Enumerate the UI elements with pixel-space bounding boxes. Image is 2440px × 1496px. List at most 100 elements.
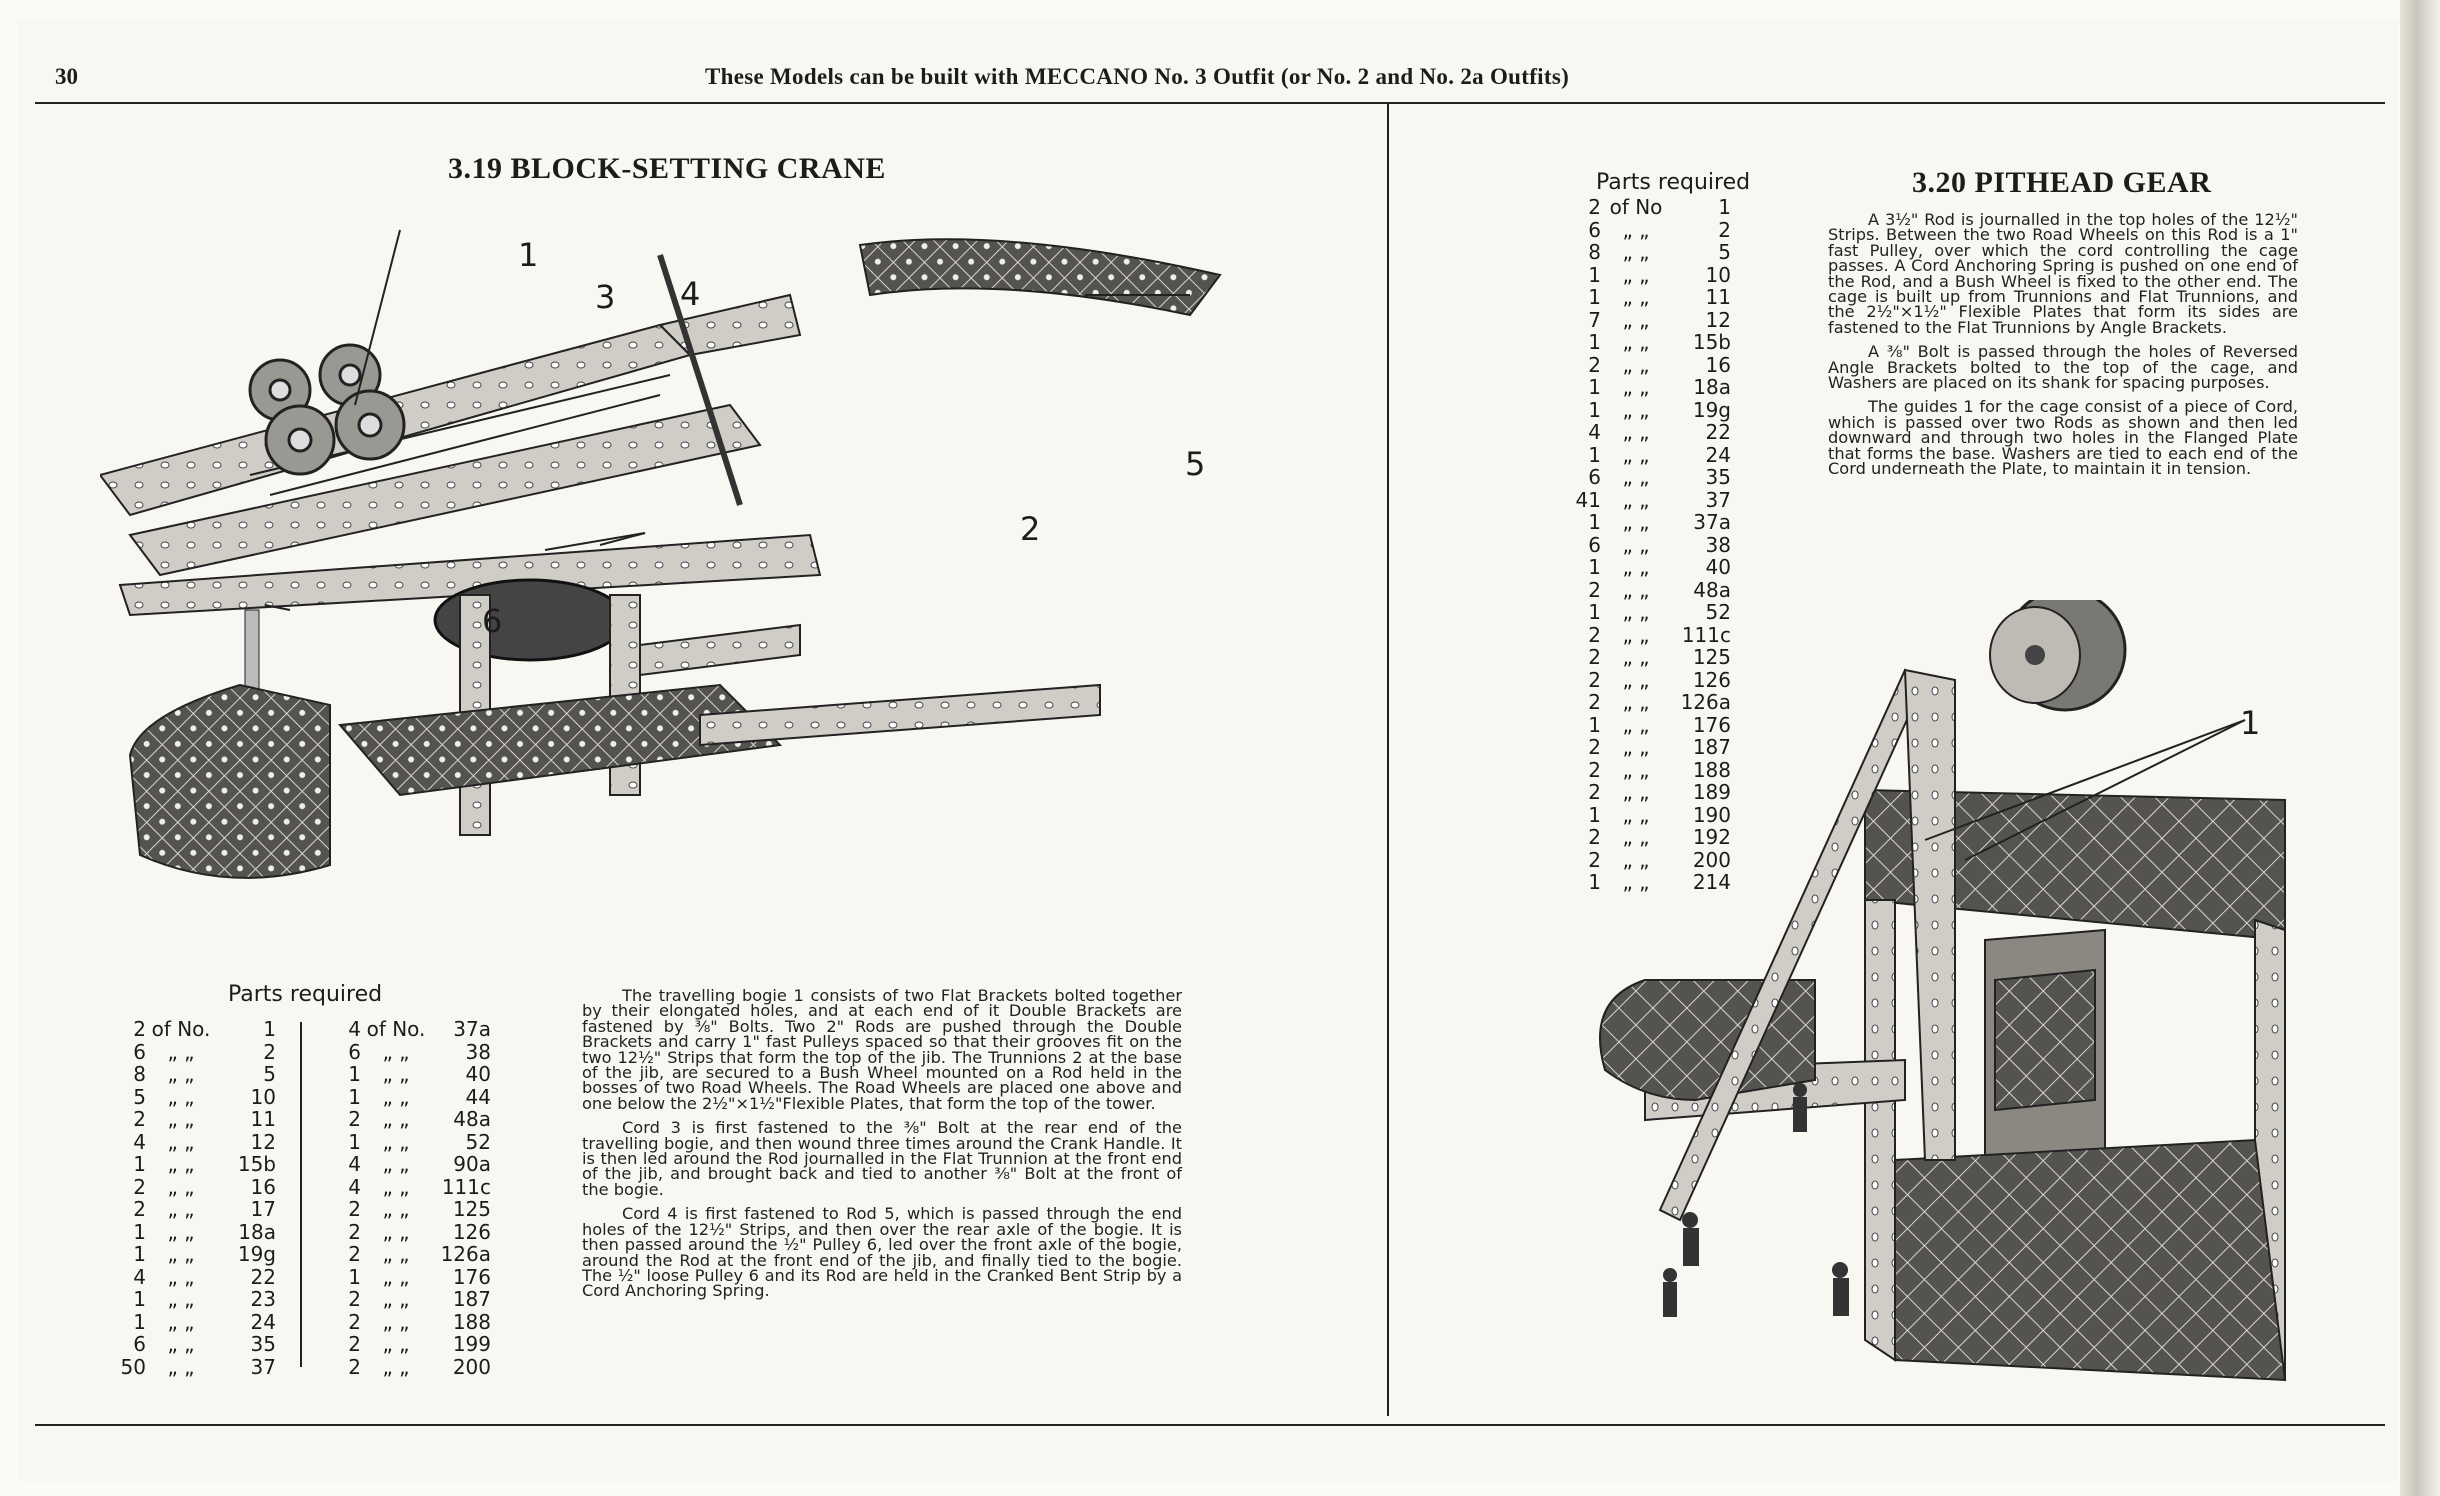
part-number: 5 xyxy=(1718,240,1731,264)
part-number: 5 xyxy=(263,1062,276,1086)
part-quantity: 2 xyxy=(348,1332,361,1356)
parts-row: 1„ „10 xyxy=(1565,262,1731,287)
part-number: 126 xyxy=(452,1219,491,1244)
part-number: 48a xyxy=(453,1107,491,1131)
parts-row: 1„ „176 xyxy=(325,1265,491,1289)
part-number: 199 xyxy=(452,1332,491,1356)
parts-row: 2„ „16 xyxy=(110,1175,276,1199)
part-number-label: „ „ xyxy=(167,1062,195,1086)
part-quantity: 2 xyxy=(1588,352,1601,377)
part-quantity: 4 xyxy=(133,1129,146,1154)
part-quantity: 6 xyxy=(133,1039,146,1064)
part-number-label: „ „ xyxy=(167,1354,195,1379)
parts-row: 1„ „44 xyxy=(325,1084,491,1109)
part-quantity: 2 xyxy=(348,1287,361,1311)
parts-row: 1„ „190 xyxy=(1565,803,1731,827)
part-quantity: 1 xyxy=(133,1219,146,1244)
part-number-label: „ „ xyxy=(382,1152,410,1176)
description-paragraph: Cord 4 is first fastened to Rod 5, which… xyxy=(582,1204,1182,1301)
part-number-label: „ „ xyxy=(1622,577,1650,602)
part-number-label: „ „ xyxy=(382,1174,410,1199)
part-number: 188 xyxy=(452,1309,491,1334)
part-number: 18a xyxy=(238,1219,276,1244)
page-number: 30 xyxy=(55,64,78,89)
parts-row: 6„ „2 xyxy=(1565,217,1731,242)
part-number: 52 xyxy=(1705,600,1731,624)
part-number-label: „ „ xyxy=(1622,780,1650,804)
part-quantity: 6 xyxy=(1588,217,1601,242)
parts-row: 1„ „23 xyxy=(110,1288,276,1311)
parts-row: 2„ „17 xyxy=(110,1198,276,1221)
parts-row: 2„ „200 xyxy=(325,1354,491,1379)
part-number-label: „ „ xyxy=(167,1219,195,1244)
parts-row: 2„ „187 xyxy=(1565,736,1731,759)
parts-row: 2„ „125 xyxy=(325,1198,491,1221)
parts-row: 1„ „19g xyxy=(110,1243,276,1266)
part-number-label: „ „ xyxy=(167,1287,195,1311)
model-title-pithead-gear: 3.20 PITHEAD GEAR xyxy=(1912,166,2212,199)
part-quantity: 1 xyxy=(348,1084,361,1109)
part-quantity: 2 xyxy=(348,1219,361,1244)
parts-row: 1„ „15b xyxy=(110,1153,276,1176)
part-number-label: „ „ xyxy=(1622,555,1650,579)
part-number-label: „ „ xyxy=(167,1129,195,1154)
part-number: 24 xyxy=(250,1309,276,1334)
part-number-label: of No. xyxy=(151,1017,211,1041)
part-number-label: „ „ xyxy=(1622,757,1650,782)
part-number-label: „ „ xyxy=(1622,622,1650,647)
part-number-label: „ „ xyxy=(1622,397,1650,422)
part-quantity: 2 xyxy=(348,1354,361,1379)
part-number: 22 xyxy=(1705,420,1731,444)
part-number-label: of No. xyxy=(366,1017,426,1041)
part-number-label: „ „ xyxy=(1622,375,1650,399)
parts-row: 2„ „189 xyxy=(1565,781,1731,804)
part-number: 19g xyxy=(1692,397,1731,422)
parts-row: 2„ „126a xyxy=(1565,691,1731,714)
footer-rule xyxy=(35,1424,2385,1426)
description-paragraph: Cord 3 is first fastened to the ⅜" Bolt … xyxy=(582,1118,1182,1199)
part-number: 11 xyxy=(250,1107,276,1131)
part-number-label: of No xyxy=(1609,195,1663,219)
parts-row: 2 „ „ 126 xyxy=(325,1219,491,1244)
part-quantity: 4 xyxy=(348,1017,361,1041)
part-quantity: 6 xyxy=(348,1039,361,1064)
part-number-label: „ „ xyxy=(382,1287,410,1311)
part-quantity: 8 xyxy=(133,1062,146,1086)
description-paragraph: A 3½" Rod is journalled in the top holes… xyxy=(1828,210,2298,337)
part-number: 22 xyxy=(250,1264,276,1289)
part-number-label: „ „ xyxy=(1622,667,1650,692)
part-number-label: „ „ xyxy=(1622,870,1650,894)
part-quantity: 2 xyxy=(1588,690,1601,714)
part-number-label: „ „ xyxy=(382,1309,410,1334)
part-number-label: „ „ xyxy=(382,1039,410,1064)
part-number: 48a xyxy=(1693,577,1731,602)
callout-1: 1 xyxy=(2240,704,2261,742)
part-number-label: „ „ xyxy=(167,1152,195,1176)
parts-row: 1 „ „ 18a xyxy=(110,1219,276,1244)
description-paragraph: A ⅜" Bolt is passed through the holes of… xyxy=(1828,342,2298,393)
parts-row: 2„ „126a xyxy=(325,1243,491,1266)
part-quantity: 2 xyxy=(1588,735,1601,759)
part-number: 52 xyxy=(465,1129,491,1154)
part-quantity: 1 xyxy=(1588,600,1601,624)
part-quantity: 1 xyxy=(348,1062,361,1086)
part-quantity: 1 xyxy=(133,1242,146,1266)
part-number-label: „ „ xyxy=(382,1219,410,1244)
part-number-label: „ „ xyxy=(382,1084,410,1109)
part-quantity: 2 xyxy=(133,1017,146,1041)
pithead-description: A 3½" Rod is journalled in the top holes… xyxy=(1828,210,2298,486)
part-quantity: 6 xyxy=(1588,465,1601,489)
part-number: 37 xyxy=(1705,487,1731,512)
parts-row: 6„ „38 xyxy=(325,1039,491,1064)
part-quantity: 41 xyxy=(1575,487,1601,512)
part-number: 188 xyxy=(1692,757,1731,782)
part-number: 187 xyxy=(1692,735,1731,759)
part-number-label: „ „ xyxy=(1622,262,1650,287)
part-number-label: „ „ xyxy=(382,1332,410,1356)
part-quantity: 1 xyxy=(1588,510,1601,534)
crane-description: The travelling bogie 1 consists of two F… xyxy=(582,987,1182,1308)
